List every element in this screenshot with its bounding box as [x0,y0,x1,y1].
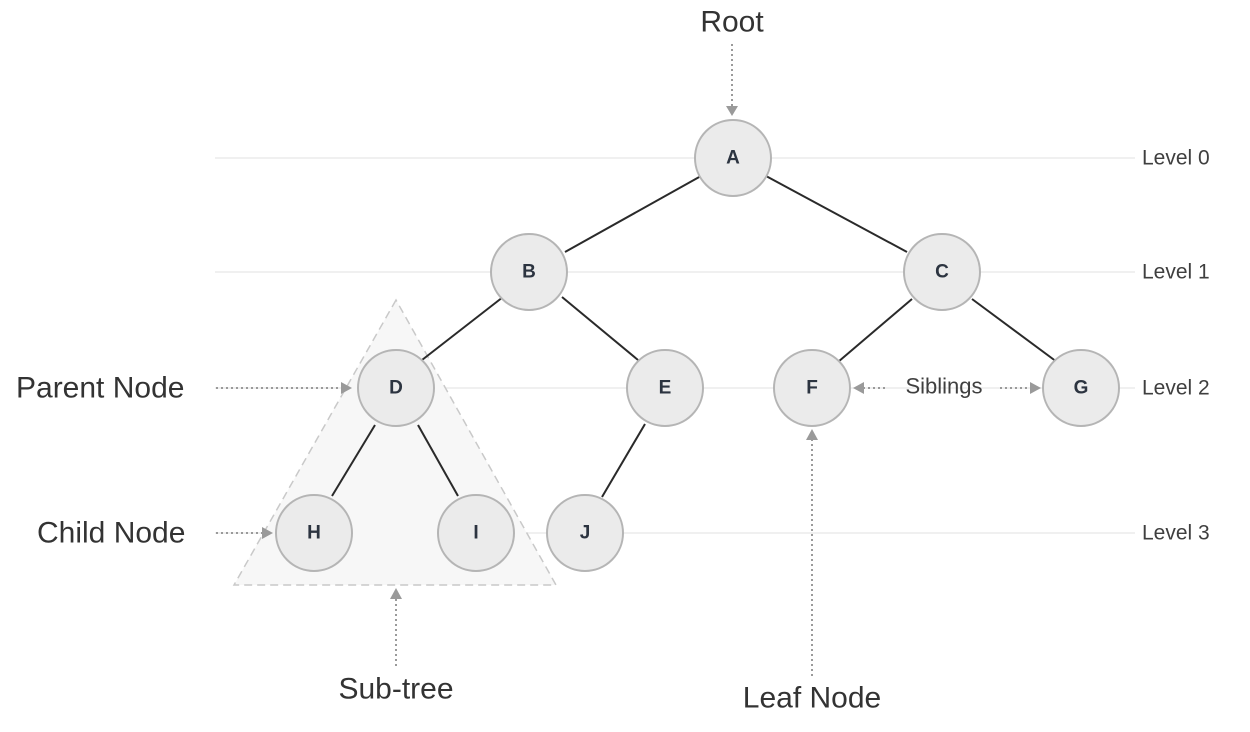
siblings-left-arrowhead [853,382,864,394]
parent-node-arrowhead [341,382,352,394]
node-a: A [694,119,772,197]
sub-tree-label: Sub-tree [338,673,453,706]
node-e-label: E [659,378,672,399]
node-g-label: G [1074,378,1089,399]
siblings-right-arrowhead [1030,382,1041,394]
node-c-label: C [935,262,949,283]
node-c: C [903,233,981,311]
level-2-label: Level 2 [1142,377,1210,400]
level-0-label: Level 0 [1142,147,1210,170]
node-b: B [490,233,568,311]
node-j: J [546,494,624,572]
root-arrowhead [726,106,738,116]
edge-e-j [601,423,646,498]
level-1-label: Level 1 [1142,261,1210,284]
edge-b-d [421,296,504,361]
node-a-label: A [726,148,740,169]
root-label: Root [700,6,764,39]
node-b-label: B [522,262,536,283]
edge-b-e [561,296,639,361]
node-h: H [275,494,353,572]
siblings-label: Siblings [905,374,982,399]
edge-c-g [971,298,1058,363]
level-3-label: Level 3 [1142,522,1210,545]
node-j-label: J [580,523,591,544]
leaf-node-label: Leaf Node [743,682,881,715]
child-node-label: Child Node [37,517,185,550]
parent-node-label: Parent Node [16,372,184,405]
node-d: D [357,349,435,427]
leaf-node-arrowhead [806,429,818,440]
node-e: E [626,349,704,427]
node-i-label: I [473,523,478,544]
child-node-arrowhead [262,527,273,539]
edge-d-i [417,424,459,497]
sub-tree-arrowhead [390,588,402,599]
edge-a-b [564,175,702,253]
edge-d-h [331,424,376,497]
node-g: G [1042,349,1120,427]
node-f: F [773,349,851,427]
node-h-label: H [307,523,321,544]
node-f-label: F [806,378,818,399]
edge-c-f [837,298,913,363]
node-i: I [437,494,515,572]
edge-a-c [765,175,908,253]
node-d-label: D [389,378,403,399]
